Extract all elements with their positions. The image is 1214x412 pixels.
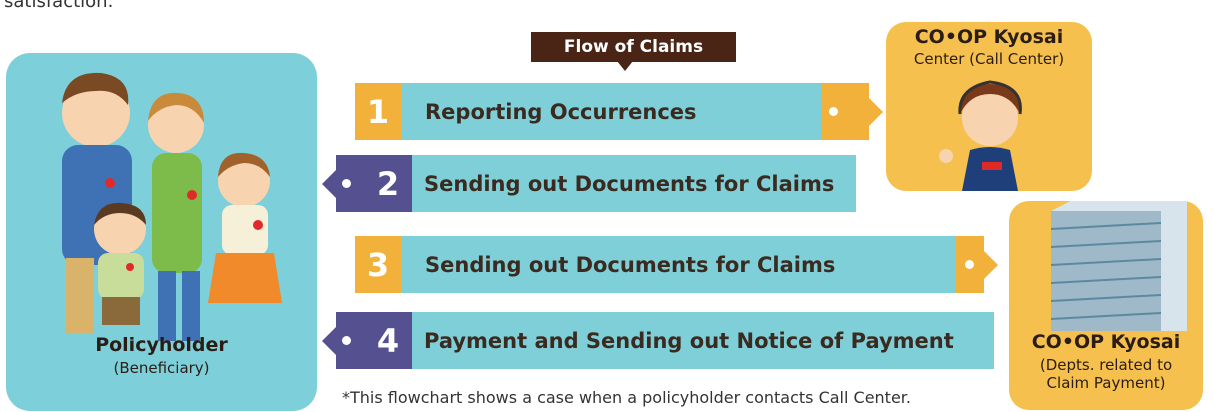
call-center-box: CO•OP Kyosai Center (Call Center) xyxy=(886,22,1092,191)
policyholder-box: Policyholder (Beneficiary) xyxy=(6,53,317,411)
flow-title: Flow of Claims xyxy=(531,32,736,62)
flow-step-1: 1 Reporting Occurrences xyxy=(355,83,869,140)
flow-step-4: 4 Payment and Sending out Notice of Paym… xyxy=(336,312,994,369)
claims-dept-subtitle-line2: Claim Payment) xyxy=(1046,374,1166,392)
step-4-number: 4 xyxy=(376,321,400,360)
step-2-dot xyxy=(342,179,351,188)
step-4-dot xyxy=(342,336,351,345)
step-1-number: 1 xyxy=(355,83,401,140)
step-3-dot xyxy=(965,260,974,269)
step-2-arrow-head xyxy=(322,170,336,198)
call-center-title: CO•OP Kyosai xyxy=(914,26,1064,48)
flow-step-3: 3 Sending out Documents for Claims xyxy=(355,236,984,293)
claims-dept-title: CO•OP Kyosai xyxy=(1031,331,1181,353)
flowchart-footnote: *This flowchart shows a case when a poli… xyxy=(342,388,911,407)
step-4-number-block: 4 xyxy=(336,312,412,369)
step-3-arrow-head xyxy=(984,251,998,279)
flow-title-pointer xyxy=(617,61,633,71)
building-illustration xyxy=(1050,201,1187,331)
policyholder-title: Policyholder xyxy=(95,334,228,356)
claims-dept-box: CO•OP Kyosai (Depts. related to Claim Pa… xyxy=(1009,201,1203,410)
flow-step-2: 2 Sending out Documents for Claims xyxy=(336,155,856,212)
step-3-label: Sending out Documents for Claims xyxy=(425,252,836,277)
step-3-number: 3 xyxy=(355,236,401,293)
step-1-dot xyxy=(829,107,838,116)
step-1-arrow-tail xyxy=(821,83,869,140)
operator-illustration xyxy=(939,80,1022,191)
call-center-subtitle: Center (Call Center) xyxy=(913,50,1065,68)
step-2-label: Sending out Documents for Claims xyxy=(424,171,835,196)
step-1-arrow-head xyxy=(869,98,883,126)
step-3-arrow-tail xyxy=(955,236,984,293)
policyholder-subtitle: (Beneficiary) xyxy=(113,359,210,377)
family-illustration xyxy=(62,72,282,341)
intro-text-fragment: satisfaction. xyxy=(4,0,114,12)
step-2-number-block: 2 xyxy=(336,155,412,212)
step-1-label: Reporting Occurrences xyxy=(425,99,697,124)
step-4-label: Payment and Sending out Notice of Paymen… xyxy=(424,328,954,353)
step-4-arrow-head xyxy=(322,327,336,355)
claims-dept-subtitle-line1: (Depts. related to xyxy=(1039,356,1173,374)
step-2-number: 2 xyxy=(376,164,400,203)
